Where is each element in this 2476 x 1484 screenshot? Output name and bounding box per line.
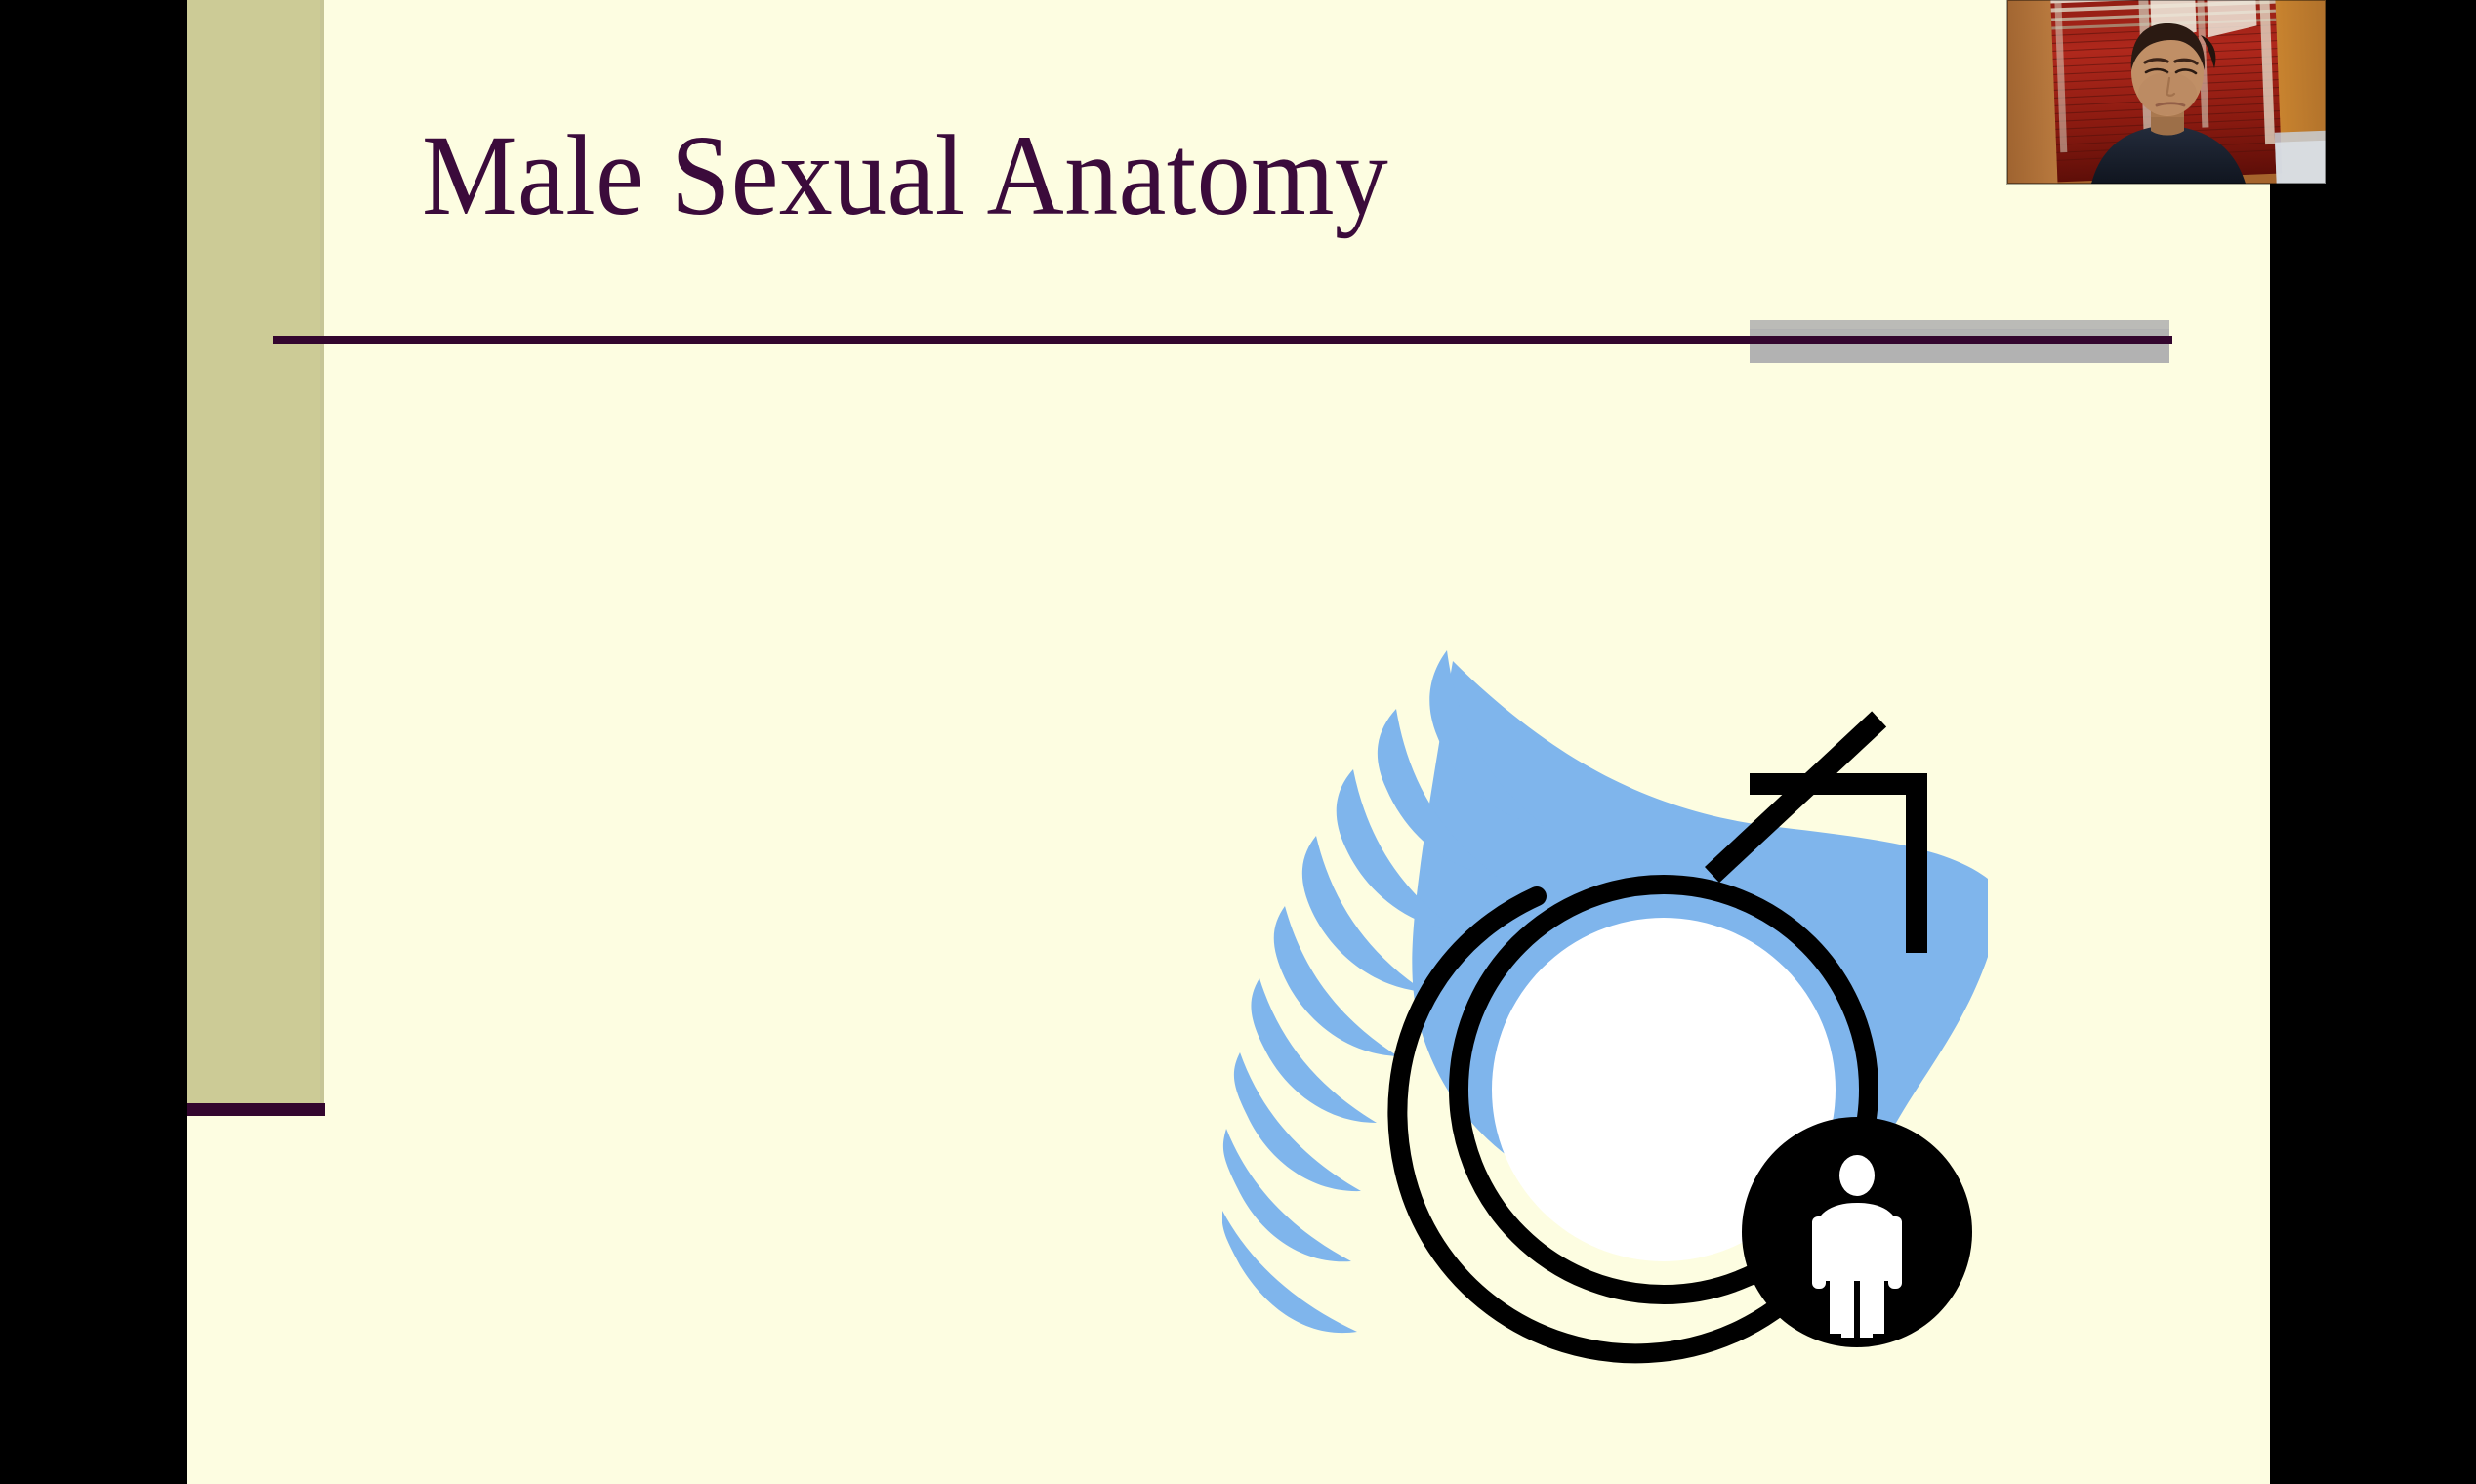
swoosh-streak-4: [1301, 836, 1425, 992]
mars-ring-outer-sweep: [1387, 886, 1816, 1364]
title-underline-gray-bar-highlight: [1750, 320, 2169, 329]
male-pictogram-icon: [1812, 1155, 1902, 1338]
slide-accent-band: [187, 0, 324, 1103]
mars-arrow: [1705, 711, 1927, 953]
swoosh-streak-7: [1233, 1052, 1361, 1192]
webcam-video-frame: [2007, 0, 2326, 184]
male-pictogram-badge: [1742, 1117, 1972, 1347]
slide-accent-band-cap: [187, 1103, 325, 1116]
mars-ring: [1387, 875, 1878, 1364]
swoosh-streak-2: [1377, 709, 1498, 877]
swoosh-streak-6: [1251, 978, 1377, 1123]
swoosh-streak-8: [1222, 1129, 1351, 1262]
slide-title: Male Sexual Anatomy: [422, 111, 1389, 239]
swoosh-streak-9: [1222, 1211, 1357, 1334]
swoosh-streak-1: [1429, 650, 1545, 826]
slide-accent-band-edge: [320, 0, 324, 1103]
presenter-webcam-thumbnail[interactable]: [2007, 0, 2326, 184]
webcam-person: [2091, 23, 2246, 184]
swoosh-streak-3: [1336, 769, 1459, 931]
swoosh-streak-5: [1273, 906, 1398, 1056]
male-symbol-graphic: [1222, 635, 2023, 1406]
title-underline-rule: [273, 336, 2172, 344]
presentation-slide: Male Sexual Anatomy: [187, 0, 2270, 1484]
